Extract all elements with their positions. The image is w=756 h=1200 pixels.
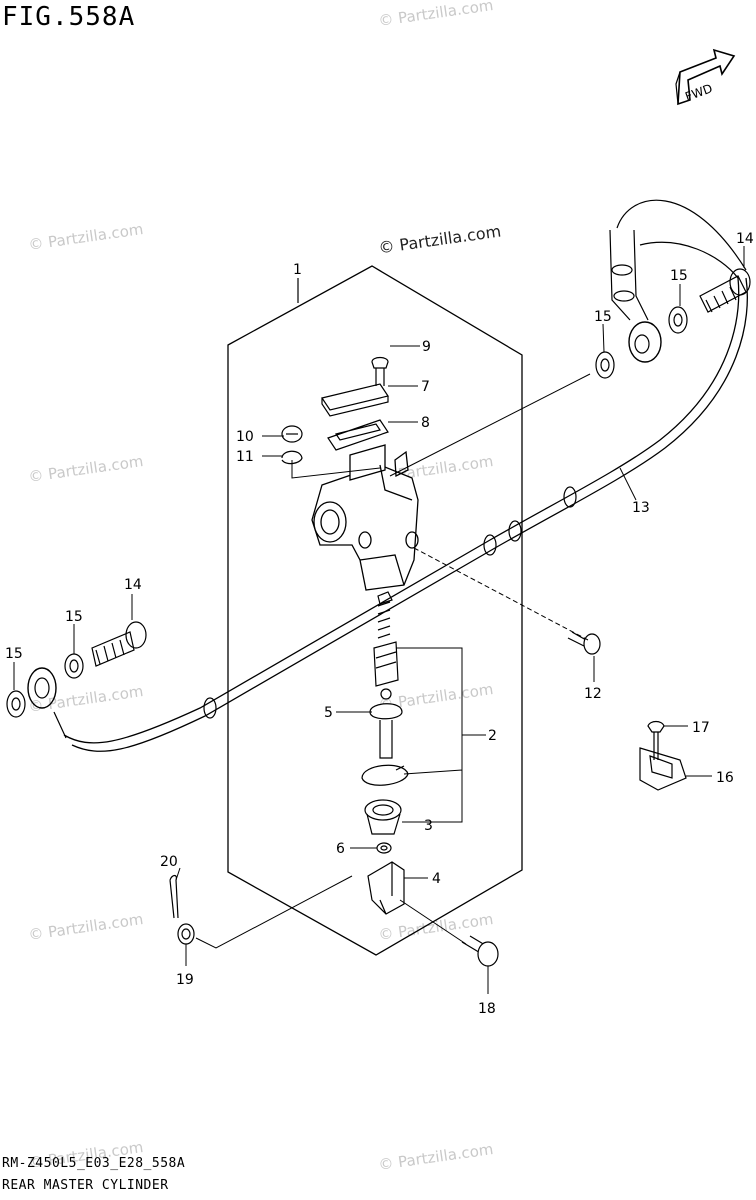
- brake-hose: [27, 199, 748, 752]
- callout-11: 11: [236, 449, 254, 465]
- fwd-arrow-icon: [675, 48, 736, 106]
- callout-15-right-inner: 15: [594, 309, 612, 325]
- union-bolt-left: [91, 621, 147, 667]
- callout-4: 4: [432, 871, 441, 887]
- callout-15-right-outer: 15: [670, 268, 688, 284]
- circlip-icon: [281, 450, 303, 465]
- washer-icon: [595, 351, 615, 379]
- callout-14-right: 14: [736, 231, 754, 247]
- callout-1: 1: [293, 262, 302, 278]
- clevis-icon: [367, 861, 405, 915]
- snap-ring-icon: [361, 764, 409, 786]
- callout-20: 20: [160, 854, 178, 870]
- master-cylinder-body: [311, 444, 419, 591]
- screw-icon: [371, 356, 389, 386]
- callout-16: 16: [716, 770, 734, 786]
- cap-icon: [281, 425, 303, 443]
- screw-icon: [647, 720, 665, 760]
- washer-icon: [177, 923, 195, 945]
- figure-name: REAR MASTER CYLINDER: [2, 1178, 169, 1193]
- cotter-pin-icon: [169, 874, 179, 919]
- boot-icon: [364, 799, 402, 835]
- push-rod: [369, 688, 403, 759]
- figure-code: RM-Z450L5_E03_E28_558A: [2, 1156, 186, 1171]
- callout-19: 19: [176, 972, 194, 988]
- clamp-icon: [639, 747, 687, 791]
- callout-7: 7: [421, 379, 430, 395]
- nut-icon: [376, 842, 392, 854]
- callout-9: 9: [422, 339, 431, 355]
- callout-18: 18: [478, 1001, 496, 1017]
- washer-icon: [668, 306, 688, 334]
- washer-icon: [6, 690, 26, 718]
- union-bolt-right: [699, 268, 751, 313]
- callout-13: 13: [632, 500, 650, 516]
- diaphragm: [327, 419, 389, 451]
- callout-6: 6: [336, 841, 345, 857]
- piston-spring: [373, 591, 399, 687]
- callout-10: 10: [236, 429, 254, 445]
- reservoir-cap: [321, 383, 389, 417]
- callout-12: 12: [584, 686, 602, 702]
- assembly-outline: [227, 265, 523, 956]
- callout-3: 3: [424, 818, 433, 834]
- callout-17: 17: [692, 720, 710, 736]
- figure-title: FIG.558A: [2, 2, 136, 32]
- callout-14-left: 14: [124, 577, 142, 593]
- callout-15-left-inner: 15: [65, 609, 83, 625]
- bolt-icon: [567, 631, 587, 647]
- callout-15-left-outer: 15: [5, 646, 23, 662]
- washer-icon: [64, 653, 84, 679]
- callout-8: 8: [421, 415, 430, 431]
- callout-5: 5: [324, 705, 333, 721]
- callout-2: 2: [488, 728, 497, 744]
